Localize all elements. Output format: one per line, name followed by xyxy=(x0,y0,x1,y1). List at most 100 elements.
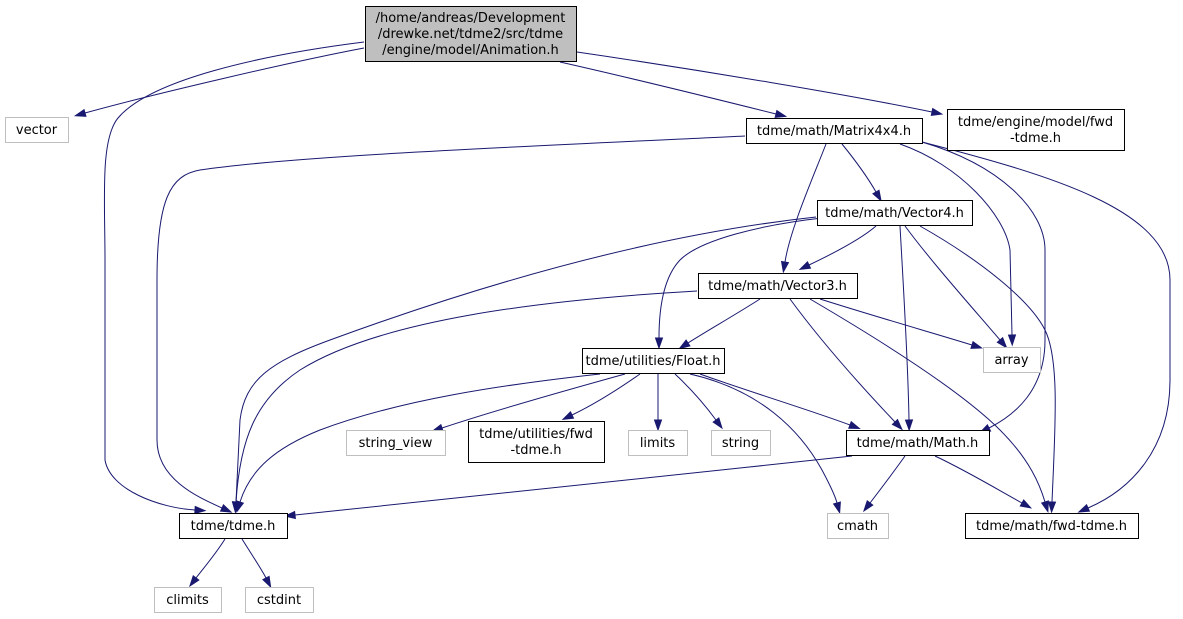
arrowhead xyxy=(1040,500,1049,514)
node-vector4[interactable]: tdme/math/Vector4.h xyxy=(817,200,973,226)
arrowhead xyxy=(1047,501,1057,514)
node-vector3[interactable]: tdme/math/Vector3.h xyxy=(698,273,858,299)
node-label-line: tdme/utilities/fwd xyxy=(479,427,593,442)
edge-matrix4x4-to-array xyxy=(899,143,1017,347)
edge-line xyxy=(658,217,823,339)
edge-vector3-to-math xyxy=(789,298,903,431)
node-util-fwd[interactable]: tdme/utilities/fwd-tdme.h xyxy=(468,421,605,463)
edge-vector4-to-math_fwd xyxy=(919,225,1057,514)
node-box xyxy=(179,513,288,539)
arrowhead xyxy=(189,575,200,588)
edge-vector3-to-math_fwd xyxy=(809,298,1049,514)
node-label-line: string_view xyxy=(359,436,433,451)
node-label-line: /home/andreas/Development xyxy=(376,11,566,26)
nodes-layer: /home/andreas/Development/drewke.net/tdm… xyxy=(5,6,1139,613)
node-box xyxy=(5,117,69,143)
node-label-line: cmath xyxy=(837,519,878,534)
node-label-line: tdme/engine/model/fwd xyxy=(958,115,1113,130)
edge-math-to-tdme xyxy=(283,455,853,520)
edge-root-to-matrix4x4 xyxy=(559,61,788,118)
edge-matrix4x4-to-tdme xyxy=(156,135,746,513)
edge-float-to-cmath xyxy=(689,373,841,515)
edge-line xyxy=(841,143,877,193)
node-root[interactable]: /home/andreas/Development/drewke.net/tdm… xyxy=(365,6,577,62)
node-label-line: vector xyxy=(16,123,58,138)
node-label-line: limits xyxy=(640,436,676,451)
edge-root-to-model_fwd xyxy=(576,51,944,117)
node-label-line: /engine/model/Animation.h xyxy=(382,43,559,58)
edge-line xyxy=(84,47,365,114)
edge-vector4-to-float xyxy=(654,217,823,350)
arrowhead xyxy=(561,410,575,421)
arrowhead xyxy=(970,340,983,349)
node-label-line: cstdint xyxy=(257,593,301,608)
node-label-line: -tdme.h xyxy=(510,443,561,458)
node-box xyxy=(628,430,688,456)
edge-line xyxy=(899,225,910,421)
node-box xyxy=(346,430,446,456)
edge-line xyxy=(919,225,1056,503)
node-box xyxy=(698,273,858,299)
edge-vector4-to-tdme xyxy=(231,216,817,514)
edge-matrix4x4-to-vector3 xyxy=(780,143,827,274)
arrowhead xyxy=(832,501,841,515)
edge-math-to-cmath xyxy=(862,455,906,513)
edge-line xyxy=(576,51,933,113)
node-label-line: tdme/math/Math.h xyxy=(857,436,979,451)
arrowhead xyxy=(930,107,944,117)
arrowhead xyxy=(678,339,691,350)
edge-line xyxy=(869,455,906,504)
edge-line xyxy=(571,373,641,416)
node-box xyxy=(983,347,1041,373)
arrowhead xyxy=(780,260,790,274)
edge-line xyxy=(789,298,896,423)
node-label-line: string xyxy=(722,436,759,451)
edge-line xyxy=(156,135,746,509)
edge-line xyxy=(294,455,853,516)
node-box xyxy=(365,6,577,62)
edge-vector3-to-float xyxy=(678,298,761,350)
edge-vector4-to-vector3 xyxy=(798,225,877,270)
edge-matrix4x4-to-math xyxy=(921,141,1046,434)
edge-float-to-string xyxy=(674,373,723,430)
node-float[interactable]: tdme/utilities/Float.h xyxy=(582,348,725,374)
edge-root-to-tdme xyxy=(103,41,365,515)
node-math[interactable]: tdme/math/Math.h xyxy=(846,430,990,456)
node-box xyxy=(965,513,1139,539)
edge-line xyxy=(819,298,973,346)
edge-line xyxy=(687,298,761,344)
arrowhead xyxy=(1019,499,1033,509)
edge-math-to-math_fwd xyxy=(934,455,1033,509)
edge-vector4-to-math xyxy=(899,225,914,432)
node-box xyxy=(746,118,923,144)
node-label-line: -tdme.h xyxy=(1010,131,1061,146)
edge-line xyxy=(899,143,1013,336)
node-matrix4x4[interactable]: tdme/math/Matrix4x4.h xyxy=(746,118,923,144)
edge-float-to-tdme xyxy=(236,373,601,513)
node-math-fwd[interactable]: tdme/math/fwd-tdme.h xyxy=(965,513,1139,539)
node-array: array xyxy=(983,347,1041,373)
node-box xyxy=(582,348,725,374)
node-box xyxy=(827,513,889,539)
edge-matrix4x4-to-math_fwd xyxy=(921,141,1171,513)
edge-line xyxy=(784,143,827,263)
edge-line xyxy=(921,141,1046,429)
arrowhead xyxy=(774,109,788,118)
node-string: string xyxy=(711,430,771,456)
node-climits: climits xyxy=(154,587,222,613)
node-limits: limits xyxy=(628,430,688,456)
edge-line xyxy=(689,373,838,504)
node-model-fwd[interactable]: tdme/engine/model/fwd-tdme.h xyxy=(947,109,1125,151)
edge-vector3-to-array xyxy=(819,298,983,349)
node-label-line: array xyxy=(994,353,1028,368)
arrowhead xyxy=(996,336,1008,349)
edge-line xyxy=(699,373,851,426)
node-label-line: tdme/utilities/Float.h xyxy=(586,354,721,369)
arrowhead xyxy=(1007,334,1017,347)
edge-float-to-limits xyxy=(653,374,663,432)
edge-tdme-to-climits xyxy=(189,538,226,588)
node-box xyxy=(846,430,990,456)
node-tdme[interactable]: tdme/tdme.h xyxy=(179,513,288,539)
edge-root-to-vector xyxy=(73,47,365,117)
node-box xyxy=(245,587,314,613)
